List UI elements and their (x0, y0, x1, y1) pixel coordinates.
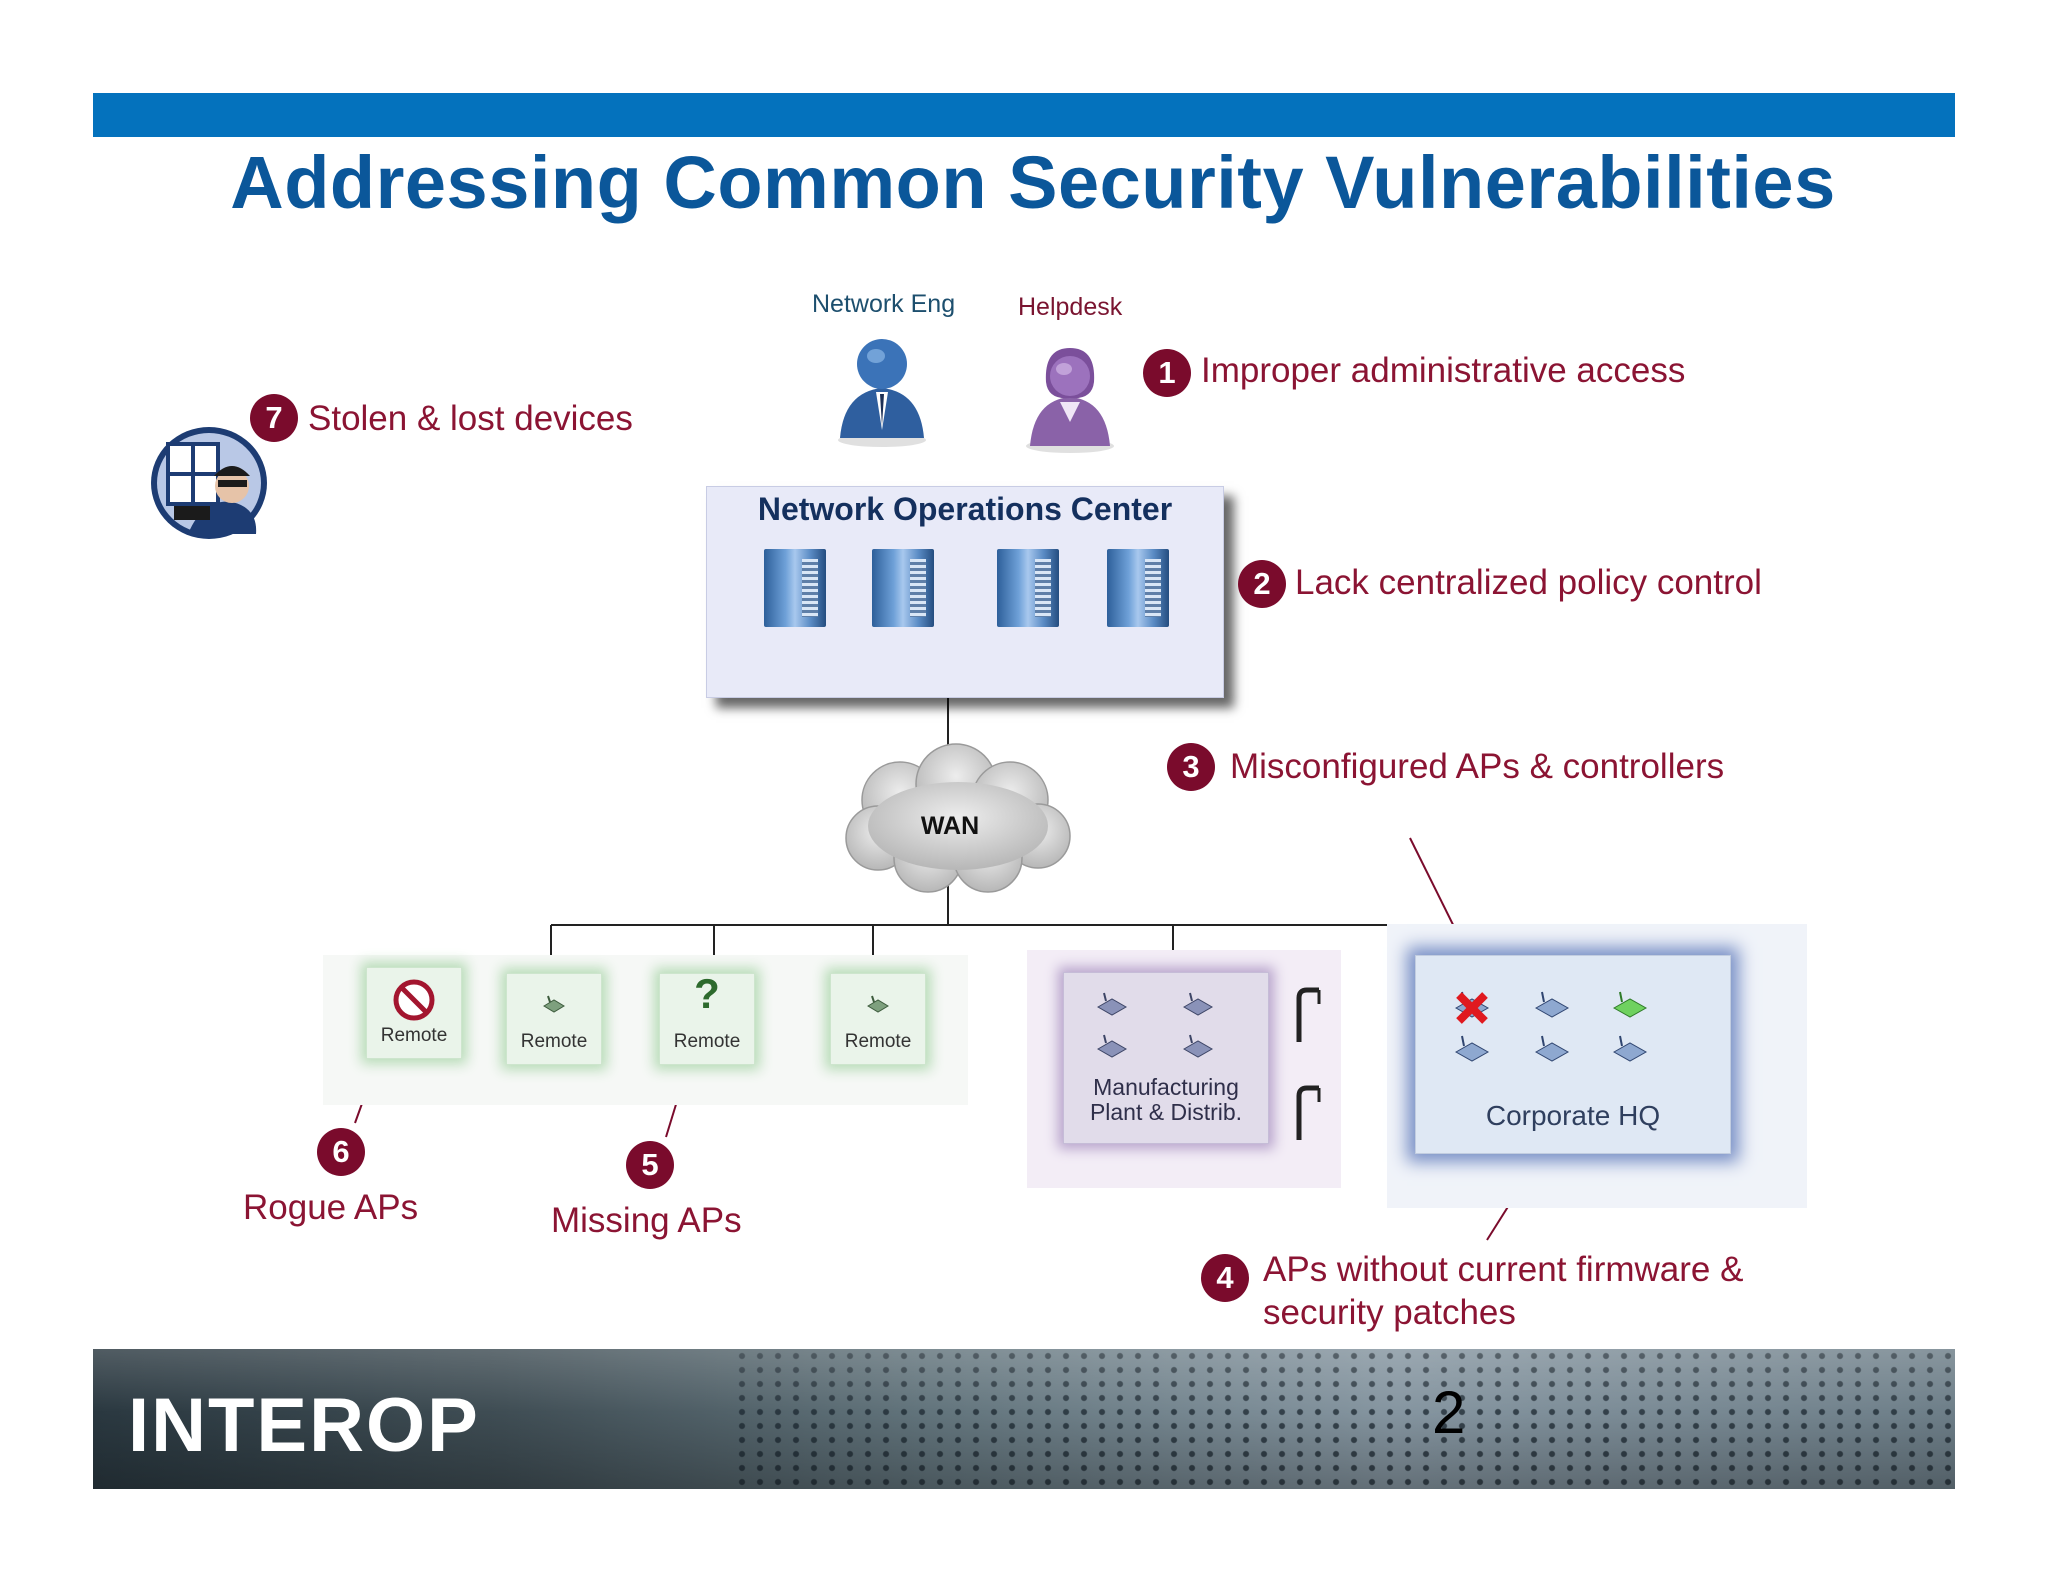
page-number: 2 (1432, 1379, 1466, 1446)
network-operations-center: Network Operations Center (706, 486, 1224, 698)
access-points-icon (1096, 992, 1214, 1058)
server-icon (764, 549, 826, 627)
callout-2-badge: 2 (1238, 560, 1286, 608)
handheld-device-icon (1296, 987, 1321, 1042)
footer-shade (93, 1349, 1955, 1489)
access-point-icon (543, 995, 565, 1013)
callout-7-text: Stolen & lost devices (308, 399, 633, 438)
server-icon (1107, 549, 1169, 627)
question-mark-icon: ? (694, 970, 720, 1017)
callout-3-badge: 3 (1167, 743, 1215, 791)
network-eng-person-icon (838, 339, 926, 447)
wan-cloud-icon (845, 743, 1071, 893)
remote-site-2: Remote (506, 973, 602, 1065)
remote-label: Remote (520, 1031, 588, 1052)
callout-1-badge: 1 (1143, 349, 1191, 397)
header-bar (93, 93, 1955, 137)
callout-1-text: Improper administrative access (1201, 351, 1686, 390)
wan-label: WAN (920, 812, 980, 840)
network-eng-label: Network Eng (812, 290, 956, 318)
remote-site-4: Remote (830, 973, 926, 1065)
remote-site-3: ? Remote (659, 970, 755, 1065)
helpdesk-person-icon (1026, 348, 1114, 453)
footer-banner (93, 1349, 1955, 1489)
remote-site-1: Remote (366, 967, 462, 1059)
callout-4-badge: 4 (1201, 1254, 1249, 1302)
corporate-hq-site: Corporate HQ (1415, 955, 1731, 1154)
remote-label: Remote (673, 1031, 741, 1052)
callout-4-text-line1: APs without current firmware & (1263, 1250, 1744, 1289)
slide-title: Addressing Common Security Vulnerabiliti… (230, 141, 1836, 224)
callout-2-text: Lack centralized policy control (1295, 563, 1762, 602)
callout-6-badge: 6 (317, 1128, 365, 1176)
footer-texture (733, 1349, 1955, 1489)
callout-7-badge: 7 (250, 394, 298, 442)
callout-4-text-line2: security patches (1263, 1293, 1516, 1332)
manufacturing-site: Manufacturing Plant & Distrib. (1063, 972, 1269, 1144)
interop-logo: INTEROP (128, 1383, 480, 1468)
access-point-icon (867, 995, 889, 1013)
remote-label: Remote (380, 1025, 448, 1046)
manufacturing-label-line2: Plant & Distrib. (1089, 1099, 1243, 1125)
remote-label: Remote (844, 1031, 912, 1052)
callout-6-text: Rogue APs (243, 1188, 419, 1227)
handheld-device-icon (1296, 1085, 1321, 1140)
misconfigured-x-icon (1456, 992, 1488, 1024)
manufacturing-label: Manufacturing Plant & Distrib. (1064, 1075, 1268, 1125)
callout-4-text: APs without current firmware & security … (1263, 1248, 1743, 1334)
corporate-hq-label: Corporate HQ (1485, 1100, 1661, 1131)
helpdesk-label: Helpdesk (1018, 293, 1123, 321)
noc-title: Network Operations Center (757, 491, 1173, 527)
callout-5-text: Missing APs (551, 1201, 742, 1240)
server-icon (997, 549, 1059, 627)
callout-5-badge: 5 (626, 1141, 674, 1189)
manufacturing-label-line1: Manufacturing (1093, 1074, 1239, 1100)
thief-icon (151, 427, 267, 539)
rogue-no-sign-icon (393, 979, 435, 1021)
callout-3-text: Misconfigured APs & controllers (1230, 747, 1725, 786)
server-icon (872, 549, 934, 627)
